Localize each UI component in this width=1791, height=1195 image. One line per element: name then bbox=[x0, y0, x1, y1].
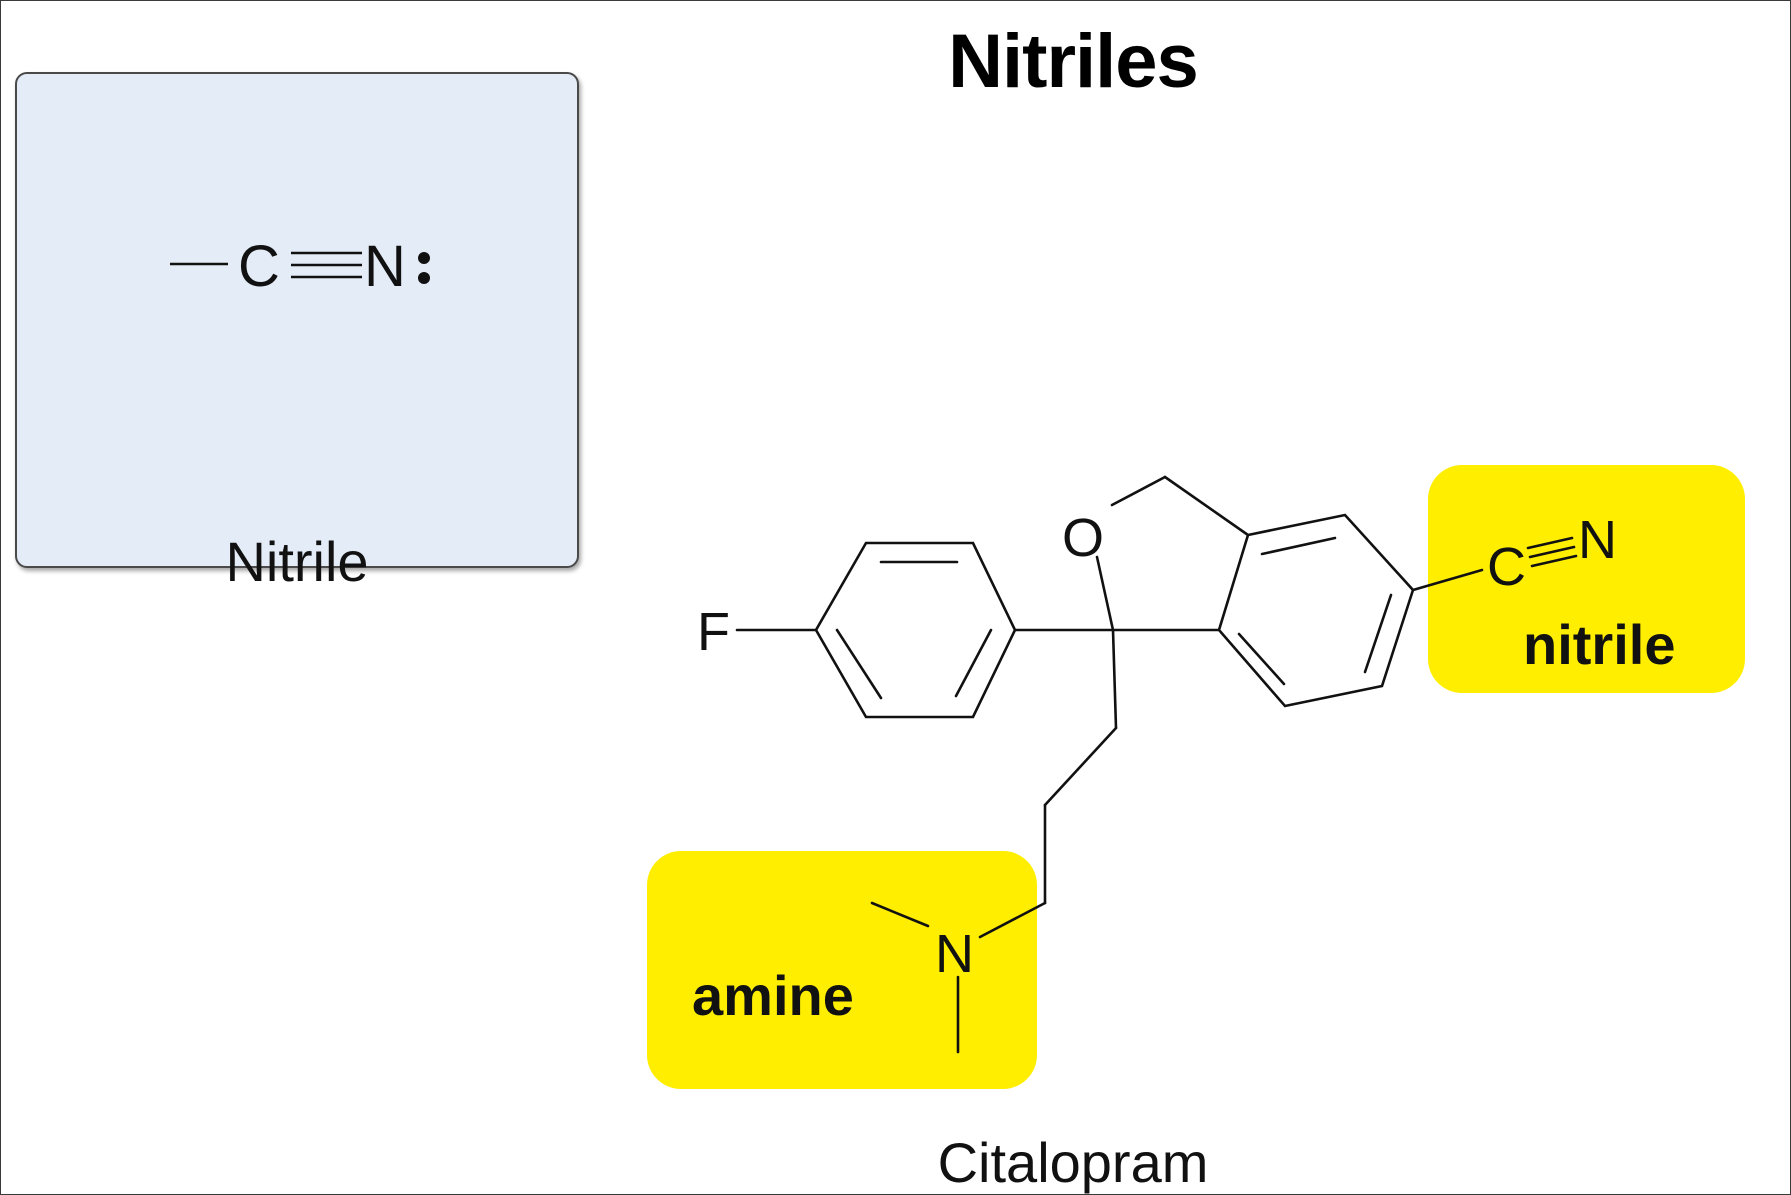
amine-nitrogen-label: N bbox=[935, 924, 974, 984]
nitrile-card: Nitrile bbox=[15, 72, 579, 593]
fluorophenyl-ring bbox=[814, 541, 1017, 719]
n-methyl-bond-1 bbox=[870, 901, 930, 928]
aryl-to-nitrile-bond bbox=[1411, 568, 1484, 592]
chain-to-nitrogen-bond bbox=[978, 901, 1047, 939]
oxygen-to-ch2-bond bbox=[1110, 475, 1167, 507]
nitrile-triple-line-2 bbox=[1528, 545, 1576, 559]
nitrile-carbon-label: C bbox=[1487, 537, 1526, 597]
fluorophenyl-double-bond-3 bbox=[835, 628, 883, 700]
oxygen-atom-label: O bbox=[1062, 508, 1104, 568]
nitrile-highlight-box bbox=[1428, 465, 1745, 693]
amine-highlight-label: amine bbox=[692, 964, 854, 1027]
fluorophenyl-double-bond-2 bbox=[954, 628, 993, 698]
nitrile-card-label: Nitrile bbox=[225, 530, 369, 593]
card-nitrogen-label: N bbox=[364, 234, 406, 299]
benzo-ring bbox=[1217, 513, 1415, 708]
chain-bond-2 bbox=[1043, 726, 1118, 807]
chain-bond-1 bbox=[1111, 628, 1118, 730]
card-carbon-label: C bbox=[238, 234, 280, 299]
amine-highlight-box bbox=[647, 851, 1037, 1089]
fluorine-atom-label: F bbox=[697, 602, 730, 662]
nitrile-nitrogen-label: N bbox=[1578, 510, 1617, 570]
card-lone-pair-dot-1 bbox=[418, 252, 430, 264]
card-lone-pair-dot-2 bbox=[418, 272, 430, 284]
quaternary-to-oxygen-bond bbox=[1095, 555, 1115, 632]
benzo-double-bond-1 bbox=[1260, 536, 1337, 556]
molecule-name: Citalopram bbox=[937, 1131, 1209, 1194]
ch2-to-aryl-bond bbox=[1163, 475, 1250, 537]
slide-title: Nitriles bbox=[948, 19, 1199, 104]
benzo-double-bond-3 bbox=[1237, 632, 1286, 686]
nitrile-triple-line-1 bbox=[1526, 536, 1574, 550]
benzo-double-bond-2 bbox=[1363, 593, 1393, 674]
nitrile-triple-line-3 bbox=[1530, 554, 1578, 568]
card-nitrile-structure bbox=[170, 251, 362, 279]
citalopram-bonds bbox=[735, 475, 1578, 1054]
nitrile-highlight-label: nitrile bbox=[1523, 613, 1675, 676]
